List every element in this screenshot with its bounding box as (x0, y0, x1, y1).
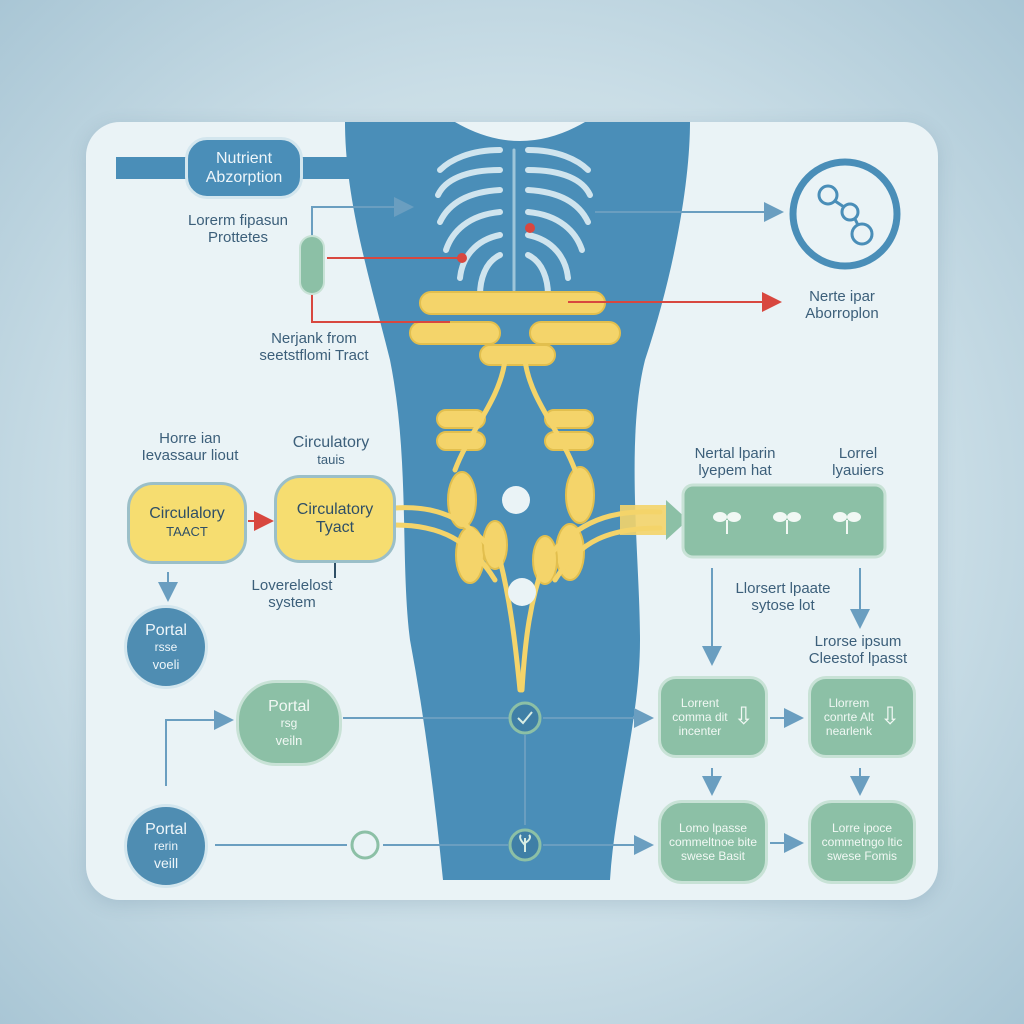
connectors (158, 197, 870, 855)
red-markers (248, 223, 782, 531)
header-title-pill: Nutrient Abzorption (185, 137, 303, 199)
header-title-line2: Abzorption (205, 169, 283, 186)
yellow-vessels (392, 357, 663, 693)
header-title-line1: Nutrient (215, 150, 273, 167)
junction-circles (350, 701, 542, 862)
arrow-down-icon: ⇩ (733, 703, 754, 730)
green-capsule (299, 235, 325, 295)
lymph-nodes (502, 486, 536, 606)
magnifier-molecule-icon (789, 158, 901, 270)
villi-structure (435, 147, 593, 298)
panel-pointer (620, 500, 688, 540)
sprout-icon (713, 512, 861, 534)
arrow-down-icon: ⇩ (879, 703, 901, 730)
